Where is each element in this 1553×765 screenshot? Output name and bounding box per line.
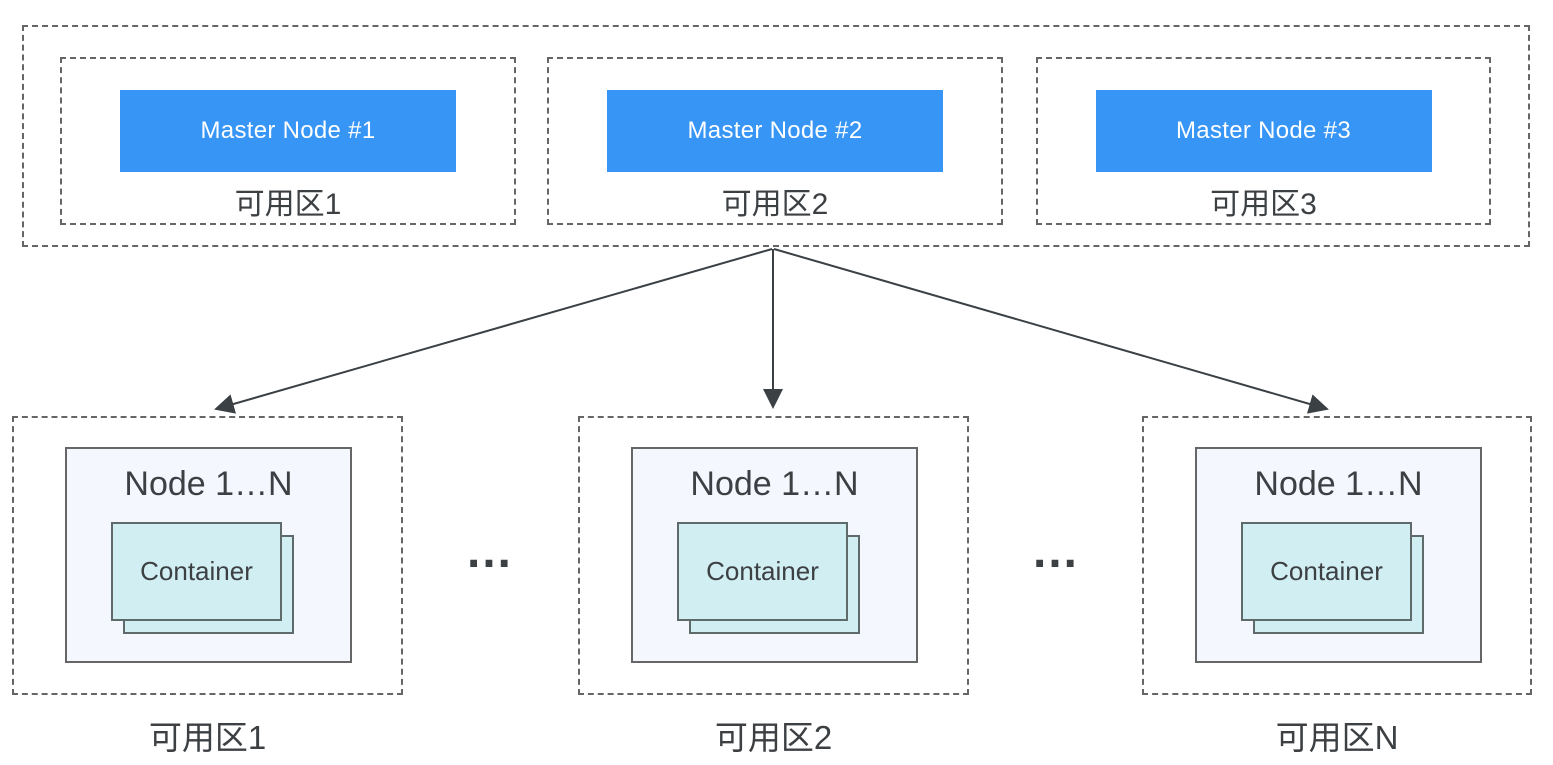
worker-zone-n-label: 可用区N <box>1275 719 1399 756</box>
worker-node-box-1: Node 1…N Container <box>65 447 352 663</box>
container-stack-2: Container <box>677 522 862 636</box>
master-node-1: Master Node #1 <box>120 90 456 172</box>
worker-zone-n: Node 1…N Container 可用区N <box>1142 416 1532 759</box>
worker-node-box-n: Node 1…N Container <box>1195 447 1482 663</box>
worker-zone-1: Node 1…N Container 可用区1 <box>12 416 403 759</box>
ellipsis-separator-2: … <box>1031 524 1081 578</box>
worker-zone-1-label: 可用区1 <box>148 719 267 756</box>
worker-zone-1-box: Node 1…N Container <box>12 416 403 695</box>
worker-zone-n-box: Node 1…N Container <box>1142 416 1532 695</box>
master-zone-2: Master Node #2 可用区2 <box>547 57 1003 225</box>
master-node-2: Master Node #2 <box>607 90 943 172</box>
container-stack-n: Container <box>1241 522 1426 636</box>
master-zone-2-label: 可用区2 <box>721 188 829 221</box>
node-title-2: Node 1…N <box>690 465 859 503</box>
ellipsis-separator-1: … <box>465 524 515 578</box>
worker-zone-2-label: 可用区2 <box>714 719 833 756</box>
master-zone-3-label: 可用区3 <box>1210 188 1317 221</box>
arrow-to-zone-n <box>773 248 1329 414</box>
master-zone-1-label: 可用区1 <box>234 188 342 221</box>
node-title-n: Node 1…N <box>1254 465 1423 503</box>
master-node-3: Master Node #3 <box>1095 90 1432 172</box>
master-zone-1: Master Node #1 可用区1 <box>60 57 516 225</box>
container-stack-1: Container <box>111 522 296 636</box>
arrow-to-zone-1 <box>214 248 773 414</box>
worker-zone-2-box: Node 1…N Container <box>578 416 969 695</box>
node-title-1: Node 1…N <box>124 465 293 503</box>
container-card-front-n: Container <box>1241 522 1412 621</box>
worker-zone-2: Node 1…N Container 可用区2 <box>578 416 969 759</box>
worker-node-box-2: Node 1…N Container <box>631 447 918 663</box>
container-card-front-1: Container <box>111 522 282 621</box>
container-card-front-2: Container <box>677 522 848 621</box>
master-zone-3: Master Node #3 可用区3 <box>1036 57 1491 225</box>
master-cluster-box: Master Node #1 可用区1 Master Node #2 可用区2 … <box>22 25 1530 247</box>
